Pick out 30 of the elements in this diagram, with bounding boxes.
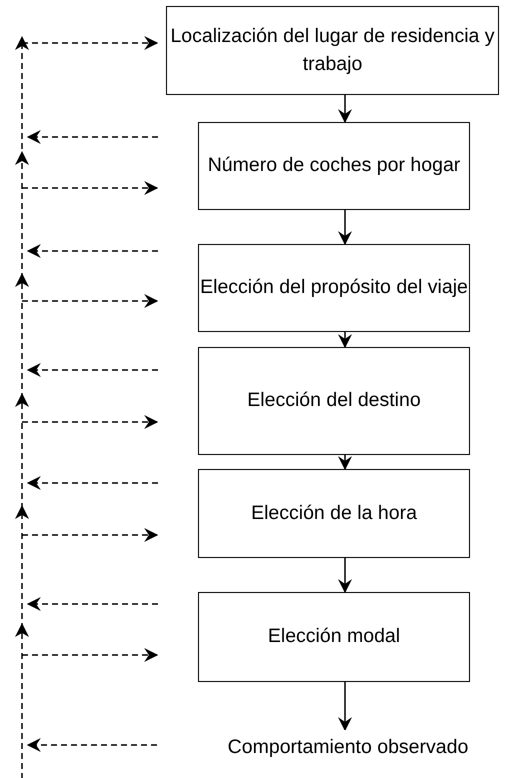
box-label: Elección del destino bbox=[247, 388, 421, 414]
arrow bbox=[338, 682, 352, 732]
box-label: Elección modal bbox=[268, 624, 400, 650]
feedback-arrow bbox=[22, 648, 158, 662]
box-label: Número de coches por hogar bbox=[208, 153, 460, 178]
box-label: Elección de la hora bbox=[251, 500, 417, 526]
process-box bbox=[198, 244, 470, 332]
feedback-arrow bbox=[26, 738, 157, 752]
arrow bbox=[338, 558, 352, 594]
arrow bbox=[338, 455, 352, 470]
arrow bbox=[338, 95, 352, 124]
feedback-arrow bbox=[26, 244, 158, 258]
feedback-arrow bbox=[26, 597, 158, 611]
feedback-arrow bbox=[22, 181, 158, 195]
arrow bbox=[338, 210, 352, 246]
outcome-label: Comportamiento observado bbox=[228, 735, 468, 760]
process-box bbox=[198, 347, 470, 455]
feedback-arrow bbox=[26, 476, 158, 490]
feedback-arrow bbox=[22, 294, 158, 308]
feedback-arrow bbox=[26, 130, 158, 144]
feedback-arrow bbox=[22, 415, 158, 429]
process-box bbox=[198, 469, 470, 558]
box-label: Localización del lugar de residencia y trabajo bbox=[169, 24, 496, 76]
process-box bbox=[198, 122, 470, 210]
feedback-arrow bbox=[26, 363, 158, 377]
feedback-arrow bbox=[22, 528, 158, 542]
process-box bbox=[166, 6, 499, 95]
process-box bbox=[198, 592, 470, 682]
box-label: Elección del propósito del viaje bbox=[200, 275, 468, 300]
arrow bbox=[338, 332, 352, 348]
